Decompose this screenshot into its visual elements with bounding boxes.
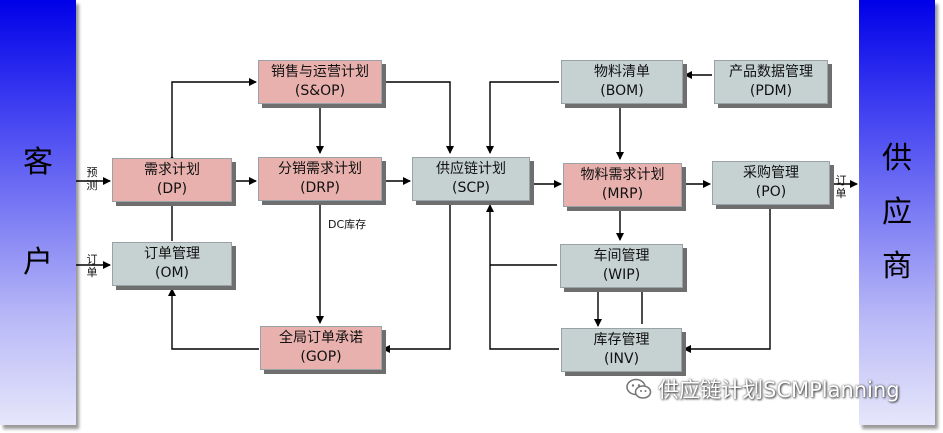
sop-code: (S&OP): [294, 83, 346, 99]
scp-box: 供应链计划 (SCP): [412, 157, 530, 201]
dp-title: 需求计划: [144, 162, 200, 178]
po-box: 采购管理 (PO): [712, 161, 830, 205]
inv-box: 库存管理 (INV): [561, 328, 682, 372]
gop-box: 全局订单承诺 (GOP): [260, 326, 382, 370]
order-right-char-1: 订: [835, 174, 847, 187]
drp-box: 分销需求计划 (DRP): [258, 157, 382, 201]
om-title: 订单管理: [144, 246, 200, 262]
bom-box: 物料清单 (BOM): [561, 60, 683, 104]
wip-code: (WIP): [602, 267, 641, 283]
watermark-text: 供应链计划SCMPlanning: [658, 378, 900, 402]
supplier-panel: 供 应 商: [859, 0, 935, 425]
om-code: (OM): [154, 265, 190, 281]
gop-title: 全局订单承诺: [279, 330, 363, 346]
customer-char-2: 户: [23, 244, 53, 280]
order-label-left: 订 单: [86, 253, 98, 279]
dp-code: (DP): [156, 181, 188, 197]
mrp-title: 物料需求计划: [580, 167, 665, 183]
wip-box: 车间管理 (WIP): [560, 244, 683, 288]
scp-code: (SCP): [451, 180, 491, 196]
inv-title: 库存管理: [593, 332, 650, 348]
scp-title: 供应链计划: [436, 161, 506, 177]
mrp-code: (MRP): [601, 186, 644, 202]
arrow-gop-to-om: [168, 288, 259, 350]
pdm-box: 产品数据管理 (PDM): [714, 60, 828, 104]
dc-inventory-label: DC库存: [328, 218, 367, 231]
pdm-title: 产品数据管理: [729, 64, 813, 80]
sop-box: 销售与运营计划 (S&OP): [258, 60, 382, 104]
dp-box: 需求计划 (DP): [112, 158, 232, 202]
gop-code: (GOP): [300, 349, 342, 365]
supplier-char-2: 应: [882, 194, 912, 230]
order-left-char-2: 单: [86, 266, 98, 279]
watermark: 供应链计划SCMPlanning: [626, 374, 900, 404]
om-box: 订单管理 (OM): [112, 242, 232, 286]
drp-title: 分销需求计划: [278, 161, 362, 177]
order-left-char-1: 订: [86, 253, 98, 266]
bom-code: (BOM): [600, 83, 644, 99]
supplier-char-1: 供: [882, 140, 912, 176]
arrow-scp-to-gop: [382, 203, 451, 353]
customer-panel: 客 户: [0, 0, 76, 425]
supplier-char-3: 商: [882, 248, 912, 284]
bom-title: 物料清单: [594, 64, 650, 80]
inv-code: (INV): [603, 351, 640, 367]
po-title: 采购管理: [743, 165, 799, 181]
forecast-char-1: 预: [86, 166, 98, 179]
mrp-box: 物料需求计划 (MRP): [563, 163, 682, 207]
forecast-label: 预 测: [86, 166, 98, 192]
order-label-right: 订 单: [835, 174, 847, 200]
arrow-bom-to-scp: [486, 81, 559, 154]
drp-code: (DRP): [300, 180, 340, 196]
po-code: (PO): [755, 184, 787, 200]
arrow-sop-scp: [374, 78, 454, 154]
forecast-char-2: 测: [86, 179, 98, 192]
arrow-dp-sop: [168, 78, 257, 163]
wechat-icon: [626, 378, 652, 399]
arrow-po-to-inv: [683, 206, 771, 353]
arrow-inv-to-scp: [486, 204, 559, 350]
wip-title: 车间管理: [593, 248, 650, 264]
order-right-char-2: 单: [835, 187, 847, 200]
sop-title: 销售与运营计划: [271, 64, 369, 80]
customer-char-1: 客: [23, 144, 53, 180]
pdm-code: (PDM): [749, 83, 793, 99]
